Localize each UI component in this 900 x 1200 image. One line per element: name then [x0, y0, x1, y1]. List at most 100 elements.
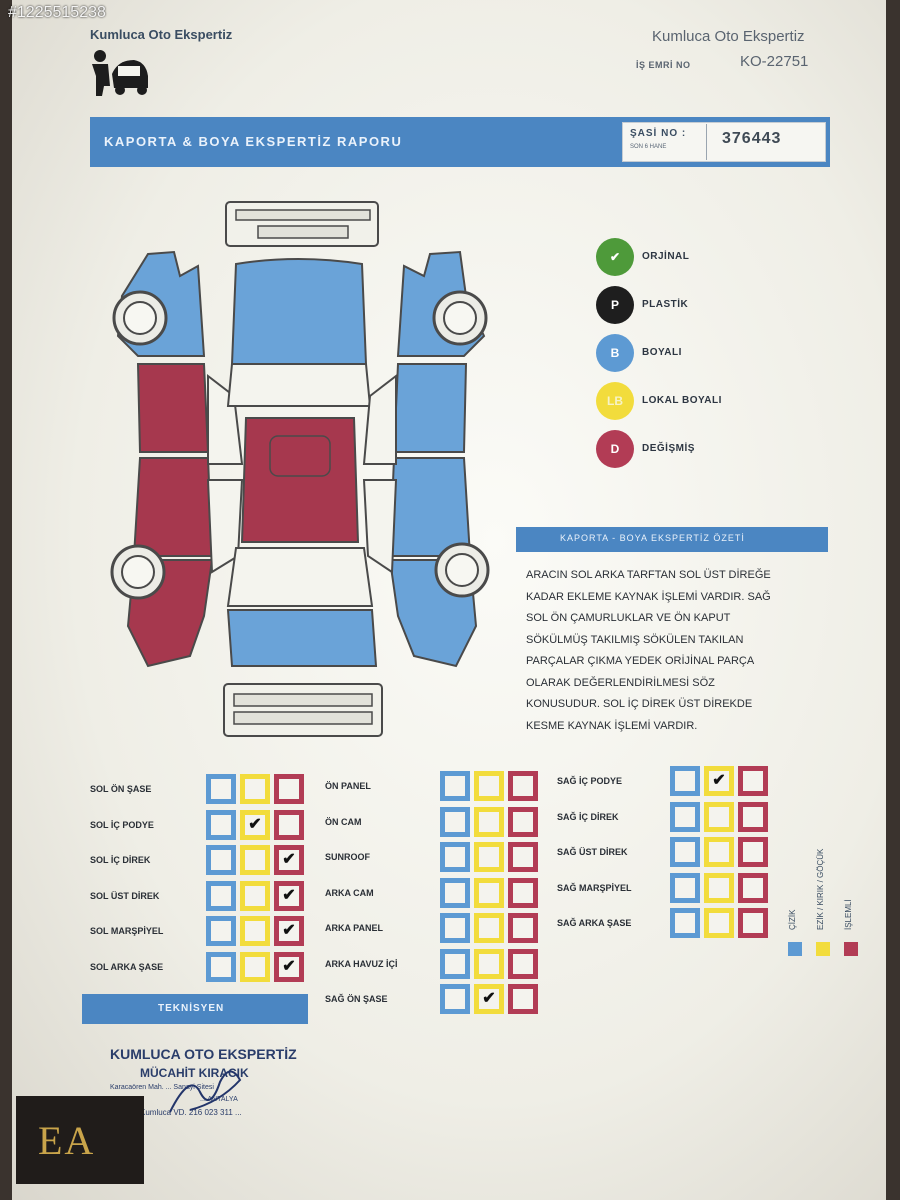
checklist-cell [474, 948, 504, 979]
checklist-cell: ✔ [274, 916, 304, 946]
column-legend-label: EZİK / KIRIK / GÖÇÜK [816, 848, 825, 930]
legend-symbol-icon: P [596, 286, 634, 324]
checkbox-empty [279, 814, 299, 835]
check-icon: ✔ [279, 850, 299, 870]
checkbox-empty [211, 885, 231, 906]
legend-label: BOYALI [642, 347, 682, 358]
checklist-cell [440, 913, 470, 943]
ea-logo-text: EA [38, 1118, 96, 1163]
checklist-cell [704, 801, 734, 832]
checkbox-empty [479, 847, 499, 867]
checklist-cell [738, 908, 768, 938]
checkbox-empty [245, 779, 265, 799]
checkbox-empty [709, 806, 729, 827]
checklist-cell [206, 774, 236, 804]
checkbox-empty [743, 842, 763, 862]
checklist-cell [206, 916, 236, 946]
stamp-city: ... ANTALYA [200, 1096, 238, 1103]
checklist-cell [440, 842, 470, 872]
report-title: KAPORTA & BOYA EKSPERTİZ RAPORU [104, 134, 403, 149]
summary-title: KAPORTA - BOYA EKSPERTİZ ÖZETİ [560, 533, 745, 543]
checklist-cell [670, 766, 700, 796]
checkbox-empty [743, 771, 763, 791]
checklist-row-label: SOL İÇ PODYE [90, 819, 154, 830]
checkbox-empty [743, 913, 763, 933]
checkbox-empty [445, 882, 465, 903]
checkbox-empty [513, 989, 533, 1009]
checklist-cell [474, 877, 504, 908]
summary-line: KADAR EKLEME KAYNAK İŞLEMİ VARDIR. SAĞ [526, 590, 771, 603]
checklist-cell [440, 984, 470, 1014]
checklist-cell [704, 872, 734, 903]
checklist-row-label: SOL ÜST DİREK [90, 890, 160, 901]
checklist-cell [738, 837, 768, 867]
checklist-row-label: SOL İÇ DİREK [90, 855, 151, 865]
checklist-row-label: SAĞ MARŞPİYEL [557, 882, 632, 893]
checkbox-empty [675, 877, 695, 898]
checklist-cell [508, 913, 538, 943]
check-icon: ✔ [279, 956, 299, 977]
checkbox-empty [279, 779, 299, 799]
company-name-right: Kumluca Oto Ekspertiz [652, 28, 805, 45]
column-legend-swatch [816, 942, 830, 956]
summary-line: KONUSUDUR. SOL İÇ DİREK ÜST DİREKDE [526, 698, 753, 710]
roof-and-hood-panels [226, 258, 378, 667]
checkbox-empty [479, 776, 499, 796]
summary-line: KESME KAYNAK İŞLEMİ VARDIR. [526, 719, 698, 732]
legend-symbol-icon: LB [596, 382, 634, 420]
checklist-cell [474, 771, 504, 801]
check-icon: ✔ [279, 921, 299, 941]
checklist-cell: ✔ [240, 809, 270, 840]
column-legend-label: ÇİZİK [788, 909, 797, 930]
checklist-cell [670, 801, 700, 832]
legend-label: ORJİNAL [642, 251, 690, 262]
checkbox-empty [245, 956, 265, 977]
checklist-cell [440, 877, 470, 908]
checkbox-empty [675, 806, 695, 827]
checklist-cell [440, 771, 470, 801]
checkbox-empty [709, 877, 729, 898]
checklist-cell [440, 806, 470, 837]
signature-mark [169, 1070, 242, 1113]
front-bumper-part [225, 201, 379, 247]
checklist-cell [704, 908, 734, 938]
check-icon: ✔ [279, 885, 299, 906]
company-name-left: Kumluca Oto Ekspertiz [90, 27, 233, 42]
checkbox-empty [513, 918, 533, 938]
ea-logo [16, 1096, 144, 1184]
check-icon: ✔ [479, 989, 499, 1009]
checkbox-empty [211, 779, 231, 799]
checklist-cell [508, 984, 538, 1014]
checklist-cell [508, 842, 538, 872]
checklist-cell [206, 809, 236, 840]
car-body-diagram [110, 201, 490, 737]
checkbox-empty [675, 842, 695, 862]
checklist-cell [274, 809, 304, 840]
checkbox-empty [211, 921, 231, 941]
checkbox-empty [513, 953, 533, 974]
summary-line: SÖKÜLMÜŞ TAKILMIŞ SÖKÜLEN TAKILAN [526, 633, 744, 646]
checklist-cell [240, 774, 270, 804]
mechanic-logo-icon [92, 50, 148, 96]
checkbox-empty [479, 882, 499, 903]
checklist-cell [670, 908, 700, 938]
chassis-value: 376443 [722, 130, 782, 147]
legend-symbol-icon: ✔ [596, 238, 634, 276]
checkbox-empty [513, 811, 533, 832]
checkbox-empty [479, 918, 499, 938]
checklist-row-label: SOL ARKA ŞASE [90, 961, 164, 972]
checklist-cell [240, 951, 270, 982]
technician-header [82, 994, 308, 1024]
checklist-cell [508, 948, 538, 979]
checklist-cell [206, 845, 236, 875]
technician-title: TEKNİSYEN [158, 1003, 225, 1014]
legend-label: PLASTİK [642, 299, 689, 310]
checklist-cell: ✔ [704, 766, 734, 796]
checkbox-empty [445, 918, 465, 938]
checkbox-empty [445, 847, 465, 867]
check-icon: ✔ [245, 814, 265, 835]
checklist-cell [474, 842, 504, 872]
checklist-row-label: SAĞ ÜST DİREK [557, 847, 628, 857]
checklist-row-label: SOL MARŞPİYEL [90, 926, 164, 936]
